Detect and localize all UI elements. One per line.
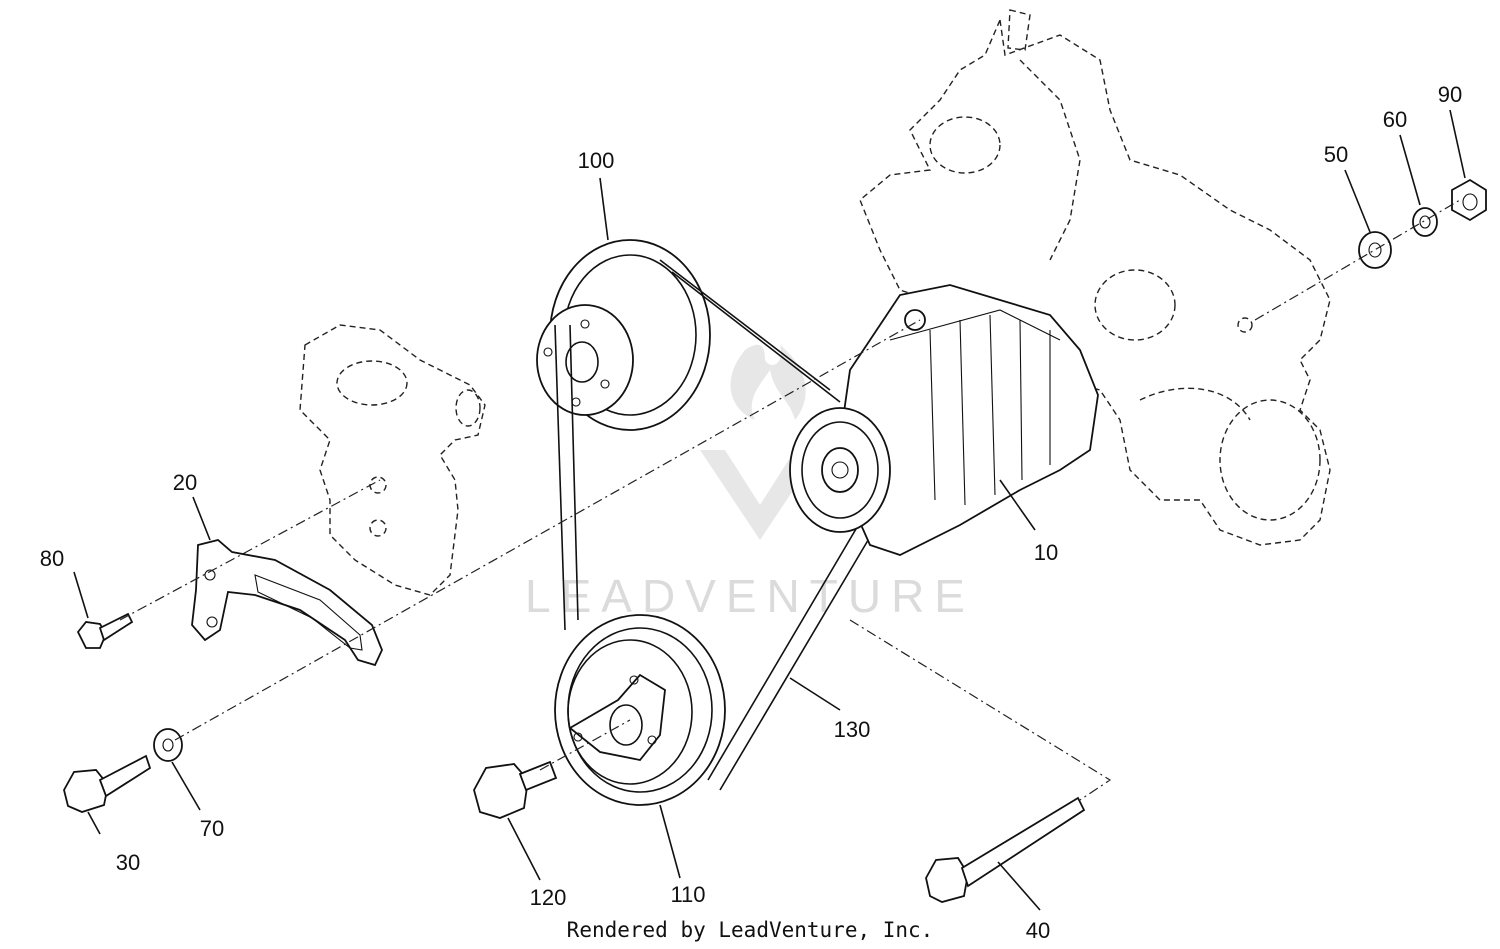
bolt-120 [473,760,558,819]
leader-lines [73,109,1466,911]
adjusting-bracket [191,539,383,667]
callout-labels: 10 20 30 40 50 60 90 70 80 100 110 120 1… [40,82,1462,943]
bolt-80 [76,612,134,649]
callout-40: 40 [1026,918,1050,943]
washer-50 [1358,231,1392,269]
callout-100: 100 [578,148,615,173]
bolt-30 [63,754,152,813]
callout-30: 30 [116,850,140,875]
callout-90: 90 [1438,82,1462,107]
callout-70: 70 [200,816,224,841]
render-credit: Rendered by LeadVenture, Inc. [567,918,934,942]
crank-pulley [554,614,726,806]
washer-70 [153,728,183,762]
lock-washer-60 [1412,207,1438,237]
v-belt [554,259,881,791]
callout-120: 120 [530,885,567,910]
callout-60: 60 [1383,107,1407,132]
callout-50: 50 [1324,142,1348,167]
bolt-40 [925,796,1086,903]
callout-20: 20 [173,470,197,495]
thermostat-housing-phantom [299,324,486,596]
callout-130: 130 [834,717,871,742]
alternator [789,284,1099,556]
engine-block-phantom [859,9,1331,546]
fan-pulley [536,239,711,431]
callout-10: 10 [1034,540,1058,565]
watermark-text: LEADVENTURE [525,570,975,622]
callout-80: 80 [40,546,64,571]
nut-90 [1451,178,1487,222]
callout-110: 110 [670,882,705,907]
center-lines [119,199,1461,801]
